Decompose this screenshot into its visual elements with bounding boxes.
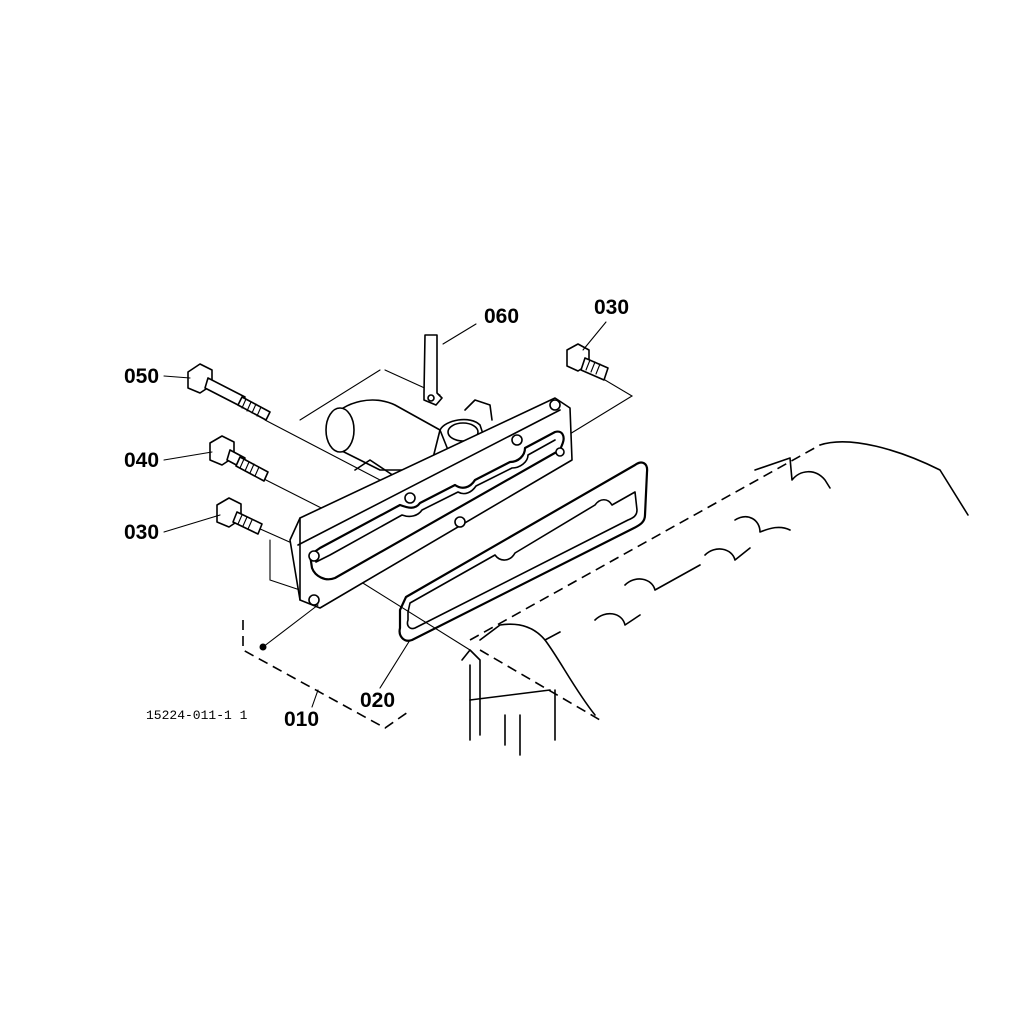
thermostat-housing	[325, 399, 493, 481]
bolt-030-right	[566, 343, 609, 381]
callout-030-left: 030	[124, 521, 159, 544]
assembly-guide-lines	[257, 369, 634, 651]
bolt-050	[187, 363, 271, 421]
callout-leaders	[163, 321, 607, 708]
callout-040: 040	[124, 449, 159, 472]
engine-block-outline	[461, 441, 969, 756]
callout-010: 010	[284, 708, 319, 731]
bolt-030-left	[216, 497, 263, 535]
drawing-number: 15224-011-1 1	[146, 708, 248, 723]
assembly-bracket-010	[242, 604, 409, 729]
bolt-040	[209, 435, 269, 482]
callout-020: 020	[360, 689, 395, 712]
callout-060: 060	[484, 305, 519, 328]
callout-050: 050	[124, 365, 159, 388]
thermostat-flange	[289, 397, 573, 609]
gasket	[398, 461, 649, 642]
callout-030-right: 030	[594, 296, 629, 319]
clip-060	[423, 334, 443, 406]
